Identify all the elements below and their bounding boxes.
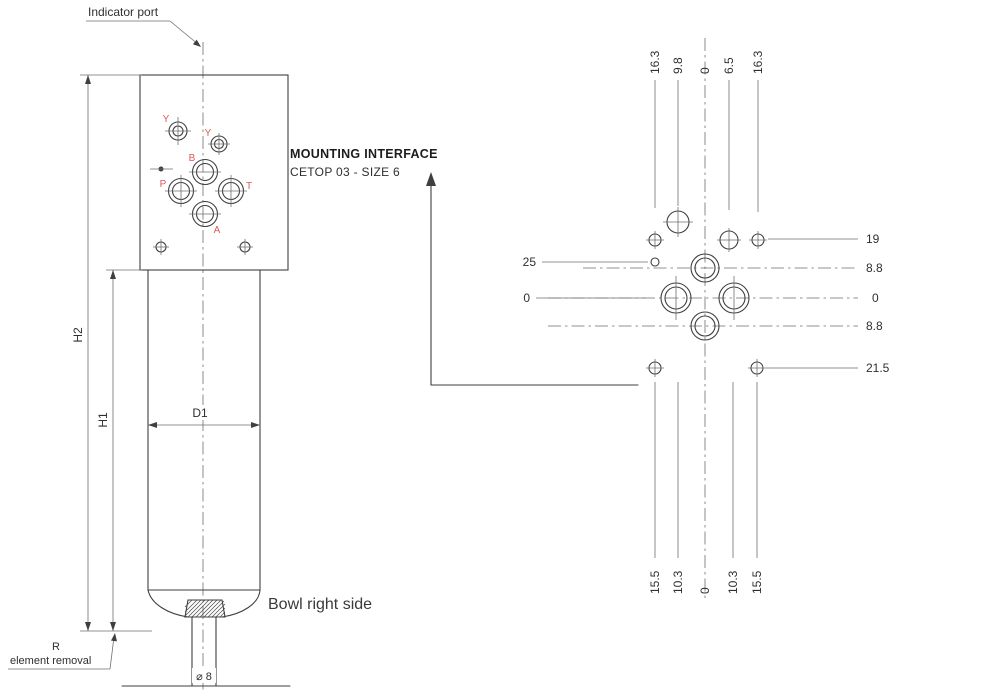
bowl-side-caption: Bowl right side — [268, 596, 372, 613]
hole-top-left-large — [663, 207, 693, 237]
interface-dim-right-2: 8.8 — [866, 261, 883, 275]
port-label-y1: Y — [163, 114, 170, 125]
port-label-b: B — [189, 153, 196, 164]
filter-head-outline — [139, 74, 289, 271]
leader-arrow-icon — [192, 39, 201, 47]
indicator-port-label: Indicator port — [88, 5, 159, 19]
bolt-hole-bottom-left — [153, 239, 169, 255]
interface-dim-bottom-4: 10.3 — [726, 570, 740, 594]
h1-dimension-label: H1 — [96, 412, 110, 428]
interface-holes — [646, 207, 767, 377]
bolt-hole-top-right — [749, 231, 767, 249]
element-removal-leader: R element removal — [8, 633, 117, 670]
mounting-interface-subtitle: CETOP 03 - SIZE 6 — [290, 165, 400, 179]
bolt-hole-bottom-right — [748, 359, 766, 377]
interface-dims-top: 16.3 9.8 0 6.5 16.3 — [648, 50, 765, 74]
port-hole-a — [189, 200, 221, 228]
interface-dim-top-2: 9.8 — [671, 57, 685, 74]
interface-dims-left: 25 0 — [523, 255, 537, 305]
port-hole-t — [215, 175, 247, 207]
interface-dim-top-5: 16.3 — [751, 50, 765, 74]
bowl-plug-hatch — [183, 599, 226, 618]
locating-pin — [150, 166, 173, 172]
d1-dimension-label: D1 — [192, 406, 208, 420]
drain-diameter-label: ⌀ 8 — [196, 671, 212, 683]
port-hole-top — [690, 253, 720, 283]
interface-dim-bottom-5: 15.5 — [750, 570, 764, 594]
d1-dimension: D1 — [148, 405, 260, 428]
h1-dimension: H1 — [96, 269, 142, 631]
port-hole-left — [660, 276, 692, 320]
h2-dimension: H2 — [71, 74, 152, 632]
hole-top-center — [717, 228, 741, 252]
interface-dim-top-1: 16.3 — [648, 50, 662, 74]
element-removal-label: element removal — [10, 655, 91, 667]
interface-centerlines — [548, 38, 858, 600]
interface-dim-right-5: 21.5 — [866, 361, 890, 375]
filter-bowl-outline — [147, 269, 261, 618]
interface-dims-right: 19 8.8 0 8.8 21.5 — [866, 232, 890, 375]
interface-dim-lines-left — [536, 261, 648, 299]
mounting-interface-title: MOUNTING INTERFACE — [290, 147, 438, 161]
bolt-hole-bottom-right — [237, 239, 253, 255]
port-label-y2: Y — [205, 128, 212, 139]
mounting-callout: MOUNTING INTERFACE CETOP 03 - SIZE 6 — [290, 147, 639, 386]
interface-extension-lines-bottom — [654, 382, 758, 558]
filter-side-view: ⌀ 8 Y Y — [8, 5, 372, 690]
interface-dim-left-2: 0 — [523, 291, 530, 305]
bolt-hole-bottom-left — [646, 359, 664, 377]
drain-tube: ⌀ 8 — [121, 616, 291, 687]
element-removal-r: R — [52, 641, 60, 653]
interface-dim-top-4: 6.5 — [722, 57, 736, 74]
interface-dims-bottom: 15.5 10.3 0 10.3 15.5 — [648, 570, 764, 594]
up-arrow-icon — [426, 172, 436, 186]
interface-dim-bottom-3: 0 — [698, 587, 712, 594]
port-label-a: A — [214, 225, 221, 236]
interface-extension-lines-top — [654, 80, 759, 212]
port-label-p: P — [160, 179, 167, 190]
port-hole-b — [189, 158, 221, 186]
interface-dim-right-3: 0 — [872, 291, 879, 305]
interface-dim-lines-right — [766, 238, 858, 369]
port-hole-p — [165, 175, 197, 207]
h2-dimension-label: H2 — [71, 327, 85, 343]
port-hole-y1 — [165, 117, 191, 145]
mounting-interface-view: 16.3 9.8 0 6.5 16.3 15.5 10.3 0 10.3 15.… — [523, 38, 890, 600]
interface-dim-right-1: 19 — [866, 232, 880, 246]
port-hole-y2 — [208, 133, 230, 155]
interface-dim-right-4: 8.8 — [866, 319, 883, 333]
port-hole-bottom — [690, 311, 720, 341]
port-hole-right — [718, 276, 750, 320]
port-face: Y Y B P — [150, 114, 253, 255]
interface-dim-bottom-2: 10.3 — [671, 570, 685, 594]
bolt-hole-top-left — [646, 231, 664, 249]
interface-dim-left-1: 25 — [523, 255, 537, 269]
pin-hole-left — [650, 257, 660, 267]
indicator-port-leader: Indicator port — [86, 5, 201, 47]
port-label-t: T — [246, 181, 252, 192]
interface-dim-top-3: 0 — [698, 67, 712, 74]
interface-dim-bottom-1: 15.5 — [648, 570, 662, 594]
leader-arrow-icon — [111, 633, 117, 642]
